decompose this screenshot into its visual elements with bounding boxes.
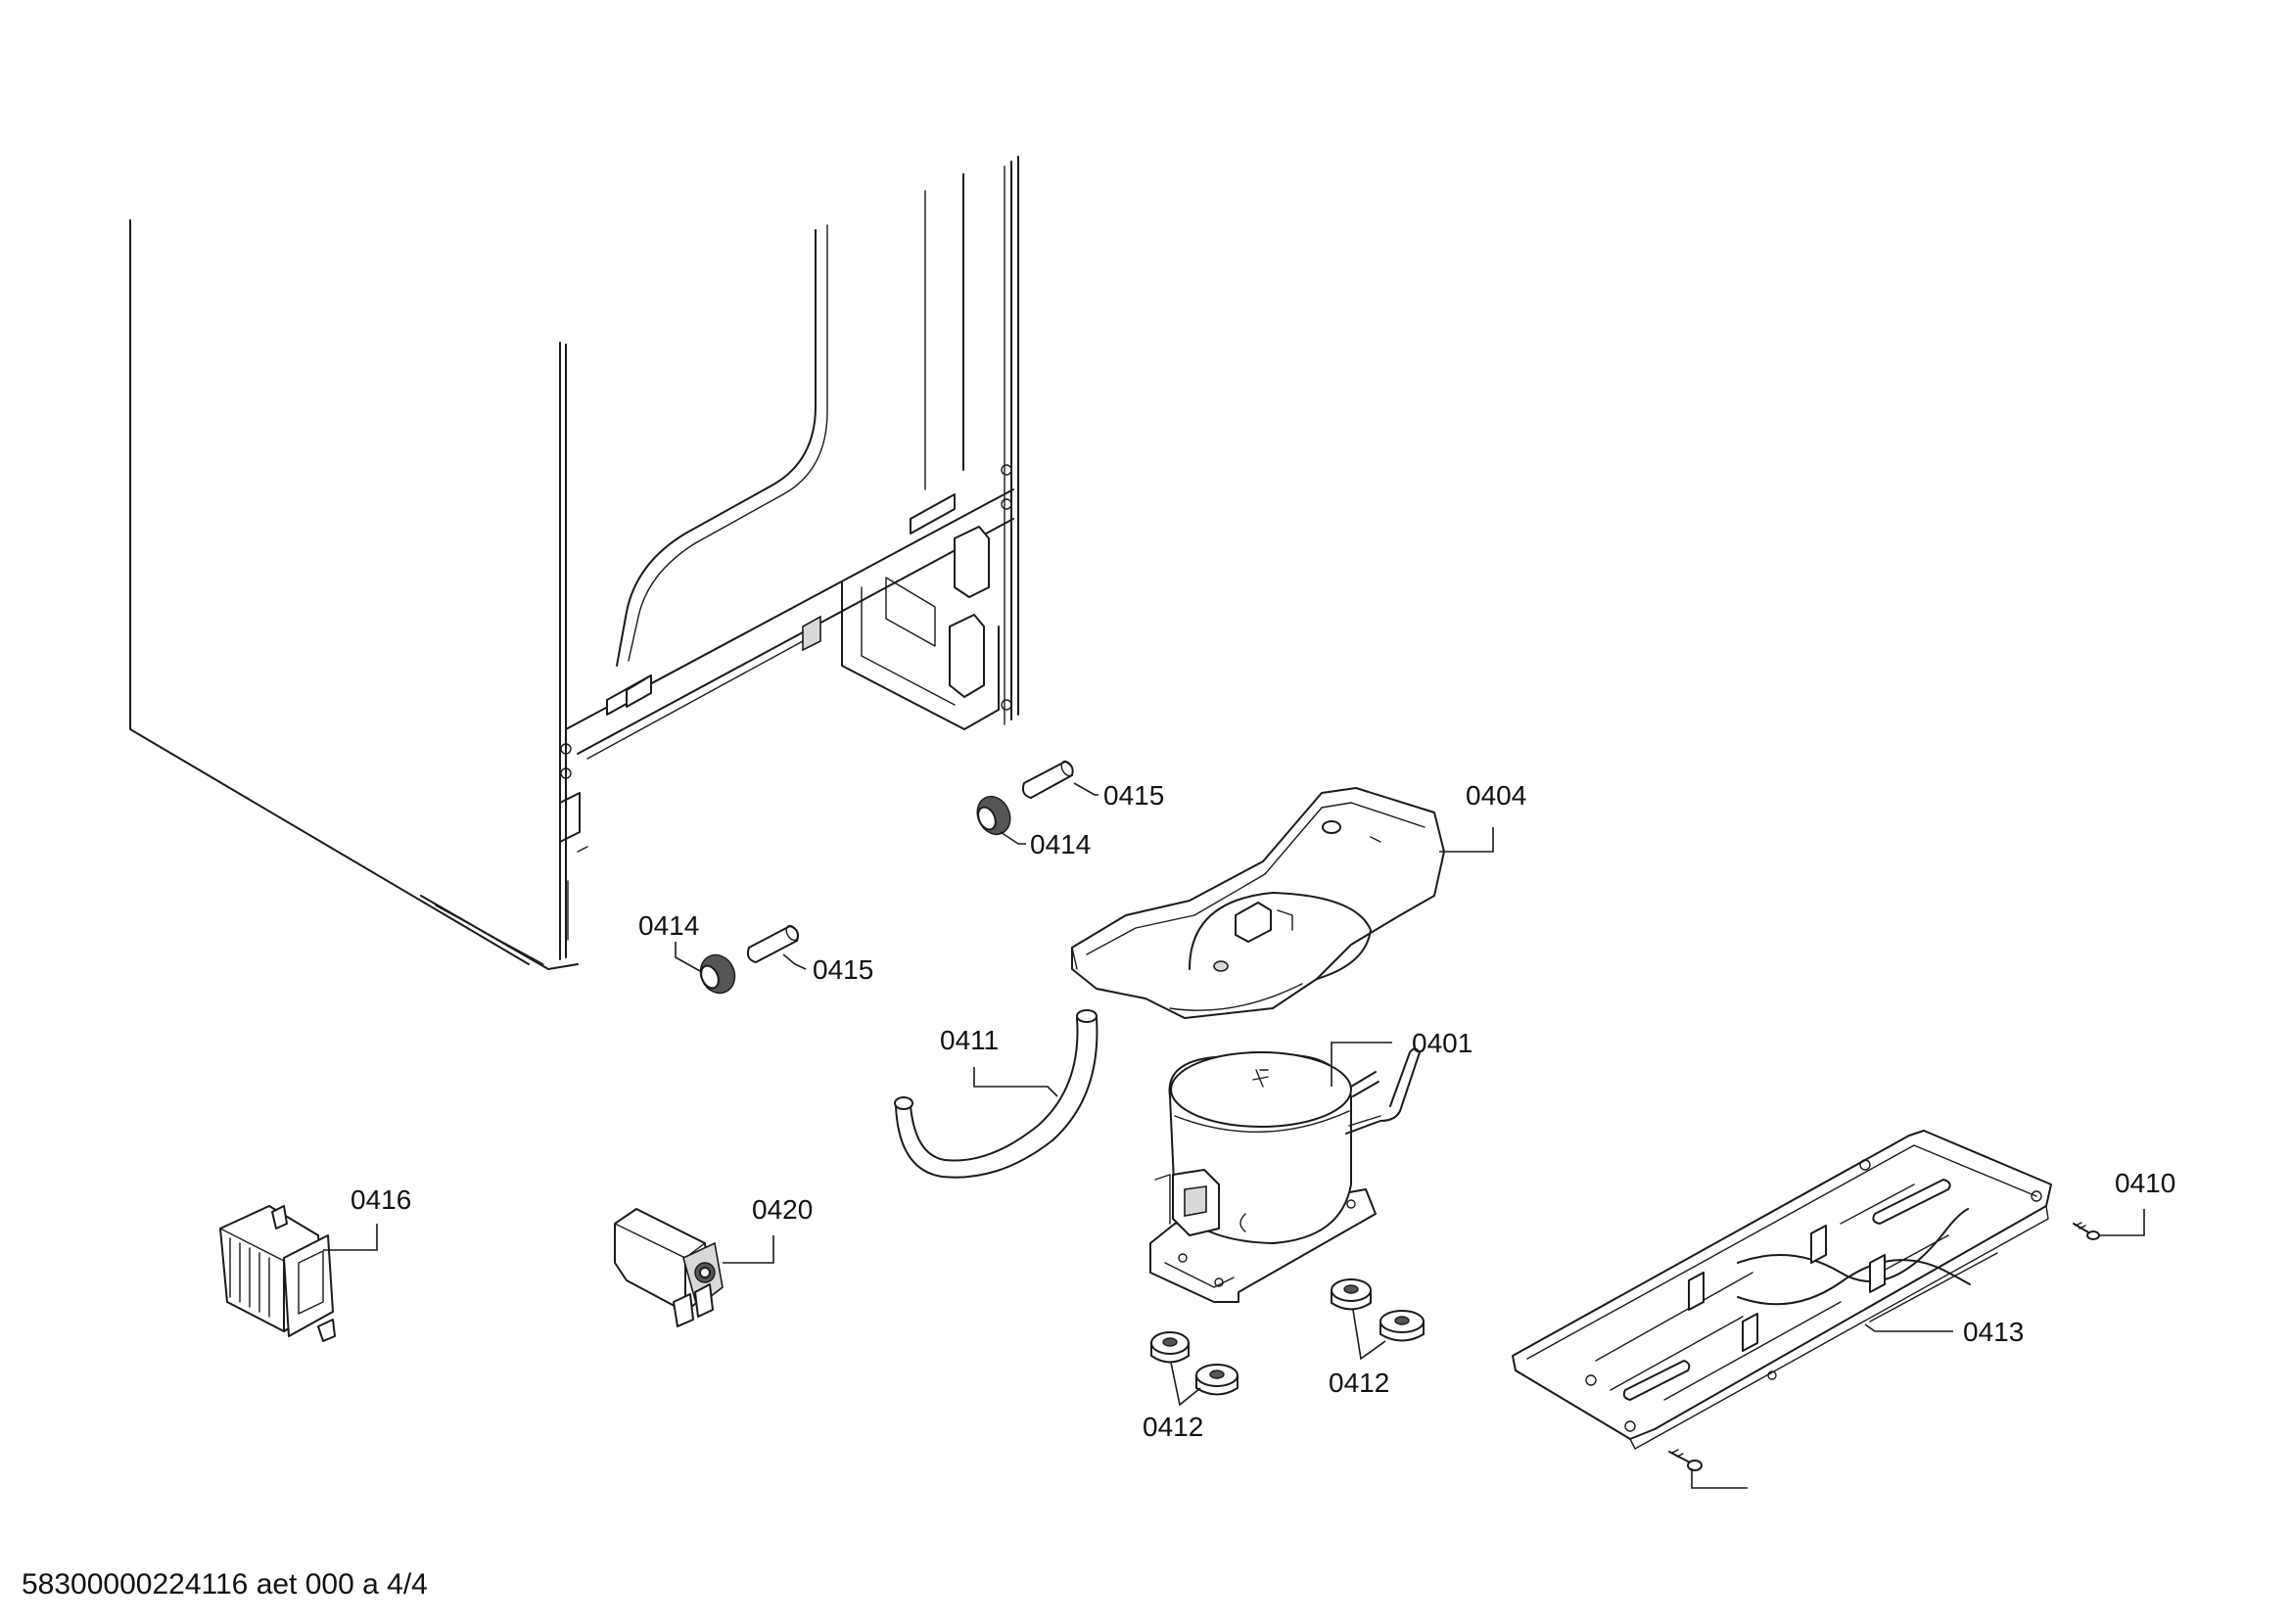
label-pin-upper: 0415 bbox=[1103, 780, 1164, 811]
label-compressor: 0401 bbox=[1412, 1028, 1472, 1058]
starter-module bbox=[614, 1208, 774, 1327]
label-grommet-pair-right: 0412 bbox=[1329, 1368, 1389, 1398]
screw-lower bbox=[1668, 1449, 1748, 1489]
screw-right bbox=[2073, 1209, 2145, 1240]
label-base-plate: 0413 bbox=[1963, 1317, 2024, 1347]
nut-lower bbox=[675, 942, 736, 995]
base-plate bbox=[1512, 1130, 2052, 1450]
label-screw-right: 0410 bbox=[2115, 1168, 2175, 1198]
grommet-pair-left bbox=[1150, 1331, 1238, 1407]
pin-lower bbox=[746, 924, 807, 970]
label-nut-upper: 0414 bbox=[1030, 829, 1091, 859]
compressor bbox=[1149, 1042, 1421, 1303]
label-relay-unit: 0416 bbox=[351, 1184, 411, 1215]
label-nut-lower: 0414 bbox=[638, 910, 699, 941]
fridge-cabinet bbox=[129, 156, 1019, 970]
pin-upper bbox=[1021, 760, 1098, 799]
relay-unit bbox=[219, 1205, 378, 1342]
label-drip-tray: 0404 bbox=[1466, 780, 1526, 811]
drain-hose bbox=[894, 1009, 1098, 1179]
label-starter-module: 0420 bbox=[752, 1194, 813, 1225]
footer-document-code: 58300000224116 aet 000 a 4/4 bbox=[22, 1568, 428, 1601]
label-drain-hose: 0411 bbox=[940, 1025, 999, 1055]
label-pin-lower: 0415 bbox=[813, 954, 873, 985]
grommet-pair-right bbox=[1331, 1278, 1425, 1361]
label-grommet-pair-left: 0412 bbox=[1143, 1412, 1203, 1442]
drip-tray bbox=[1071, 787, 1494, 1019]
nut-upper bbox=[976, 795, 1026, 845]
